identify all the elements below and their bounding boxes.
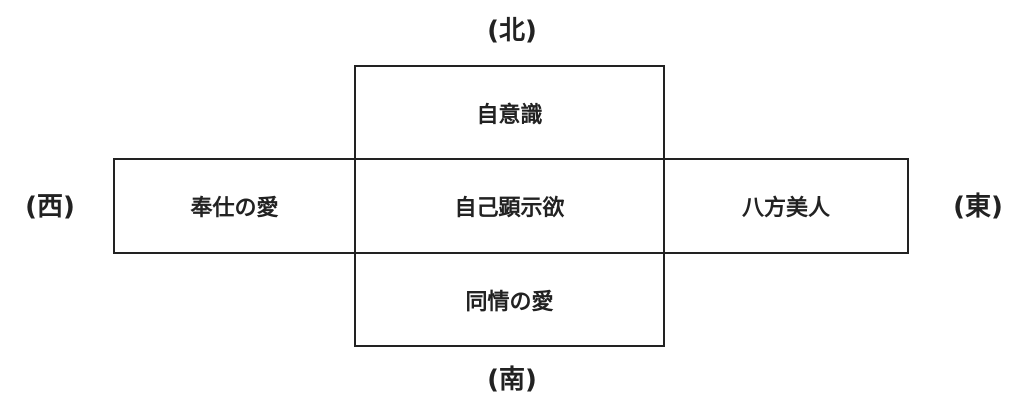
cell-label-west: 奉仕の愛 xyxy=(190,196,279,221)
cell-label-center: 自己顕示欲 xyxy=(454,196,565,221)
diagram-cell-north: 自意識 xyxy=(354,65,665,160)
direction-label-south: (南) xyxy=(487,365,537,395)
cell-label-south: 同情の愛 xyxy=(465,289,554,315)
diagram-cell-west: 奉仕の愛 xyxy=(113,158,356,254)
direction-label-east: (東) xyxy=(953,192,1003,222)
diagram-cell-south: 同情の愛 xyxy=(354,252,665,347)
diagram-cell-east: 八方美人 xyxy=(663,158,909,254)
cell-label-east: 八方美人 xyxy=(741,196,830,221)
direction-label-north: (北) xyxy=(487,16,537,46)
cell-label-north: 自意識 xyxy=(476,102,543,128)
diagram-cell-center: 自己顕示欲 xyxy=(354,158,665,254)
direction-label-west: (西) xyxy=(25,192,75,222)
